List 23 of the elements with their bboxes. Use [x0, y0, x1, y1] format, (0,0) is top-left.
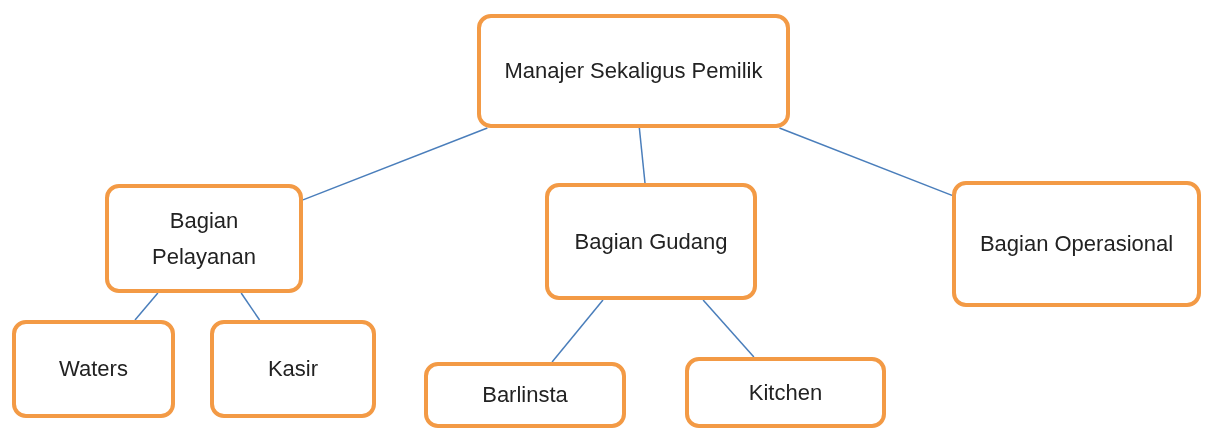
connector-line [702, 299, 755, 358]
connector-line [638, 127, 646, 184]
org-box [12, 320, 175, 418]
box-label: Waters [59, 355, 128, 384]
connector-line [240, 292, 261, 321]
box-label: Bagian Operasional [979, 230, 1174, 259]
box-label: Barlinsta [482, 381, 568, 410]
org-box [477, 14, 790, 128]
org-box [105, 184, 303, 293]
box-label: Manajer Sekaligus Pemilik [504, 57, 763, 86]
org-box [424, 362, 626, 428]
box-label: Bagian Gudang [574, 227, 728, 256]
box-label: Kitchen [748, 378, 823, 407]
connector-line [302, 127, 489, 201]
box-label: Kasir [267, 355, 319, 384]
connector-line [134, 292, 159, 321]
org-box [210, 320, 376, 418]
connector-line [778, 127, 953, 197]
connector-line [551, 299, 604, 363]
org-box [685, 357, 886, 428]
box-label: Bagian Pelayanan [151, 207, 257, 271]
org-box [952, 181, 1201, 307]
org-box [545, 183, 757, 300]
